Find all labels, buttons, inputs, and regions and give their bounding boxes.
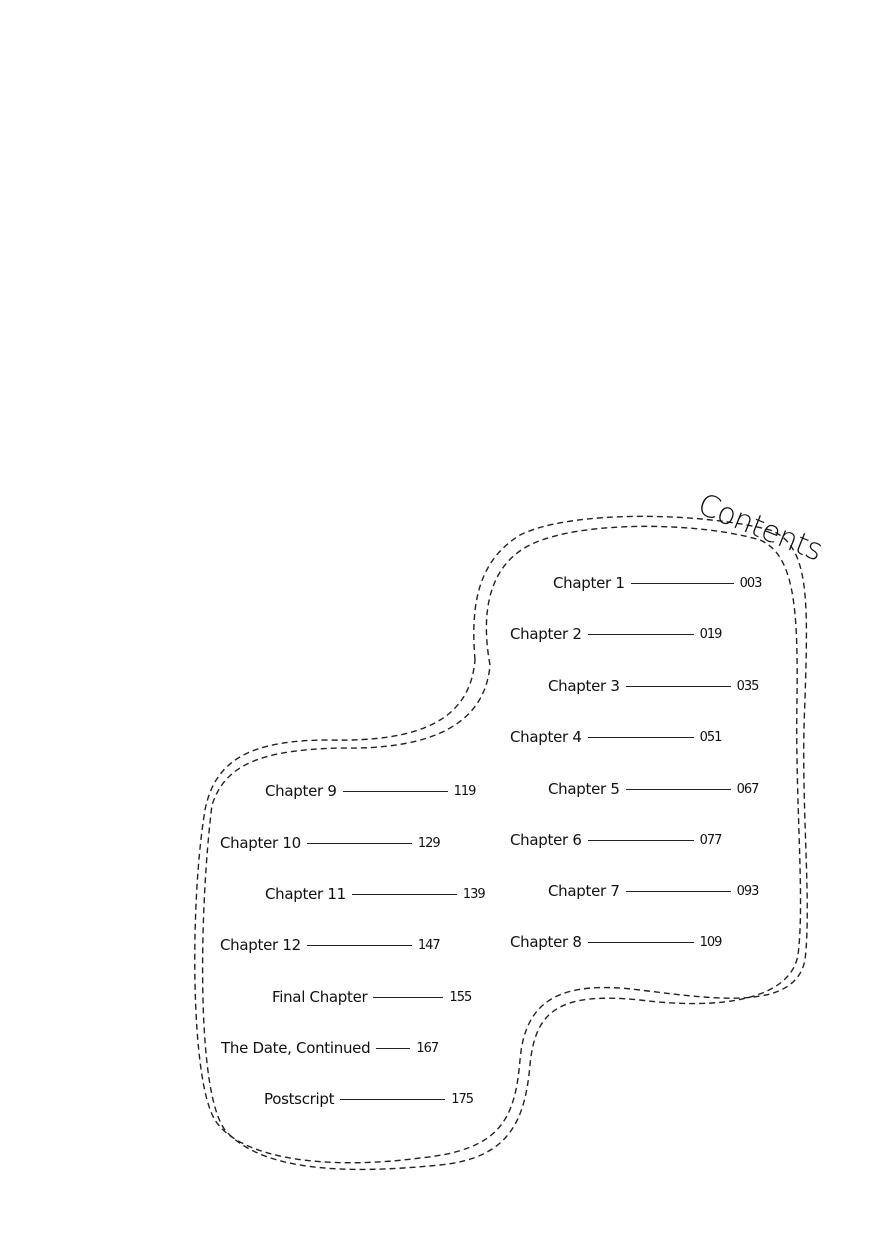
page-number: 175	[451, 1091, 474, 1107]
page-number: 139	[462, 886, 486, 902]
entry-label: Chapter 11	[265, 885, 346, 903]
toc-entry[interactable]: Chapter 6 077	[510, 830, 723, 850]
toc-entry[interactable]: Chapter 12 147	[220, 935, 441, 955]
entry-label: Chapter 3	[548, 677, 620, 695]
entry-label: Final Chapter	[272, 988, 368, 1006]
page-number: 155	[449, 989, 472, 1005]
leader-line	[376, 1047, 411, 1049]
entry-label: Postscript	[264, 1090, 335, 1108]
page-number: 129	[417, 835, 441, 851]
entry-label: Chapter 9	[265, 782, 337, 800]
entry-label: Chapter 6	[510, 831, 582, 849]
leader-line	[340, 1098, 446, 1100]
leader-line	[587, 941, 694, 943]
page-number: 019	[699, 626, 723, 642]
leader-line	[625, 788, 731, 790]
toc-entry[interactable]: Chapter 4 051	[510, 727, 723, 747]
toc-entry[interactable]: Final Chapter 155	[272, 987, 472, 1007]
toc-entry[interactable]: The Date, Continued 167	[221, 1038, 439, 1058]
toc-entry[interactable]: Postscript 175	[264, 1089, 474, 1109]
page-number: 035	[736, 678, 760, 694]
entry-label: Chapter 1	[553, 574, 625, 592]
leader-line	[342, 790, 448, 792]
leader-line	[625, 890, 731, 892]
toc-entry[interactable]: Chapter 5 067	[548, 779, 760, 799]
toc-entry[interactable]: Chapter 7 093	[548, 881, 760, 901]
entry-label: Chapter 12	[220, 936, 301, 954]
leader-line	[306, 842, 412, 844]
dashed-outline-inner	[201, 525, 802, 1171]
page-number: 167	[416, 1040, 439, 1056]
entry-label: Chapter 10	[220, 834, 301, 852]
leader-line	[630, 582, 734, 584]
page-number: 003	[739, 575, 763, 591]
entry-label: Chapter 5	[548, 780, 620, 798]
toc-entry[interactable]: Chapter 3 035	[548, 676, 760, 696]
toc-entry[interactable]: Chapter 8 109	[510, 932, 723, 952]
entry-label: Chapter 2	[510, 625, 582, 643]
toc-entry[interactable]: Chapter 10 129	[220, 833, 441, 853]
leader-line	[587, 633, 694, 635]
leader-line	[351, 893, 457, 895]
page-number: 051	[699, 729, 723, 745]
dashed-outline-outer	[194, 515, 808, 1164]
leader-line	[625, 685, 731, 687]
entry-label: The Date, Continued	[221, 1039, 371, 1057]
entry-label: Chapter 7	[548, 882, 620, 900]
page-number: 147	[417, 937, 441, 953]
toc-entry[interactable]: Chapter 2 019	[510, 624, 723, 644]
entry-label: Chapter 8	[510, 933, 582, 951]
leader-line	[587, 839, 694, 841]
toc-entry[interactable]: Chapter 11 139	[265, 884, 486, 904]
page-number: 109	[699, 934, 723, 950]
leader-line	[587, 736, 694, 738]
leader-line	[373, 996, 444, 998]
leader-line	[306, 944, 412, 946]
page-number: 093	[736, 883, 760, 899]
page-number: 077	[699, 832, 723, 848]
entry-label: Chapter 4	[510, 728, 582, 746]
toc-entry[interactable]: Chapter 9 119	[265, 781, 477, 801]
page-number: 119	[453, 783, 477, 799]
toc-entry[interactable]: Chapter 1 003	[553, 573, 763, 593]
page-number: 067	[736, 781, 760, 797]
